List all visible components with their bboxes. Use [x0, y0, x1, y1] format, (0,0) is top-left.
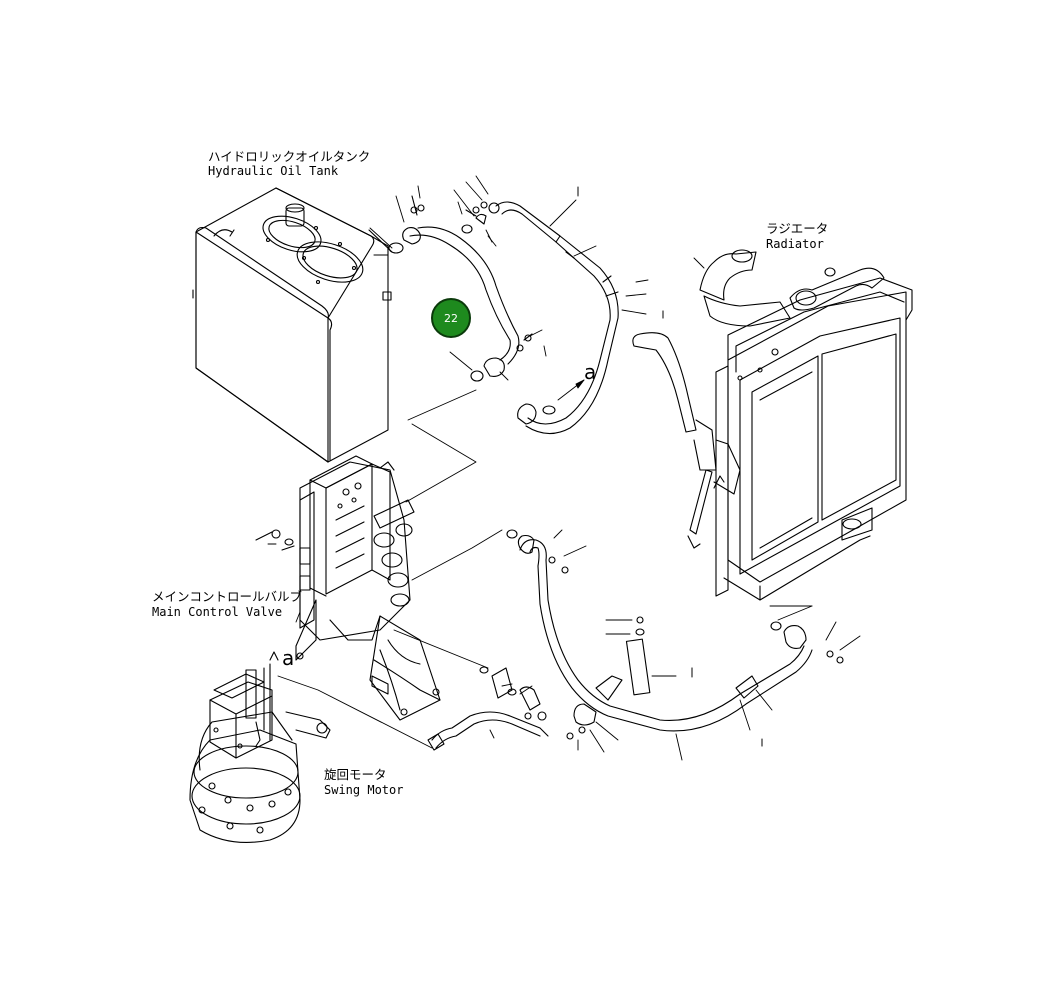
tick-marks	[578, 187, 762, 746]
control-valve-label-en: Main Control Valve	[152, 605, 283, 619]
part-number-marker-label: 22	[444, 311, 458, 325]
return-hose	[389, 196, 532, 381]
callout-a-upper: a	[584, 360, 597, 384]
swing-motor-label-jp: 旋回モータ	[324, 767, 387, 782]
swing-motor	[190, 652, 330, 842]
main-control-valve	[256, 456, 440, 720]
oil-tank-label-jp: ハイドロリックオイルタンク	[208, 149, 371, 164]
oil-tank-label-en: Hydraulic Oil Tank	[208, 164, 339, 178]
hydraulic-oil-tank	[193, 188, 392, 462]
lower-hoses	[428, 530, 843, 750]
swing-motor-label-en: Swing Motor	[324, 783, 404, 797]
radiator	[633, 250, 912, 600]
control-valve-label-jp: メインコントロールバルブ	[152, 589, 303, 604]
radiator-label-en: Radiator	[766, 237, 824, 251]
radiator-label-jp: ラジエータ	[766, 221, 829, 236]
part-number-marker[interactable]: 22	[431, 298, 471, 338]
callout-a-lower: a	[282, 646, 295, 670]
radiator-hose-upper	[496, 202, 618, 434]
